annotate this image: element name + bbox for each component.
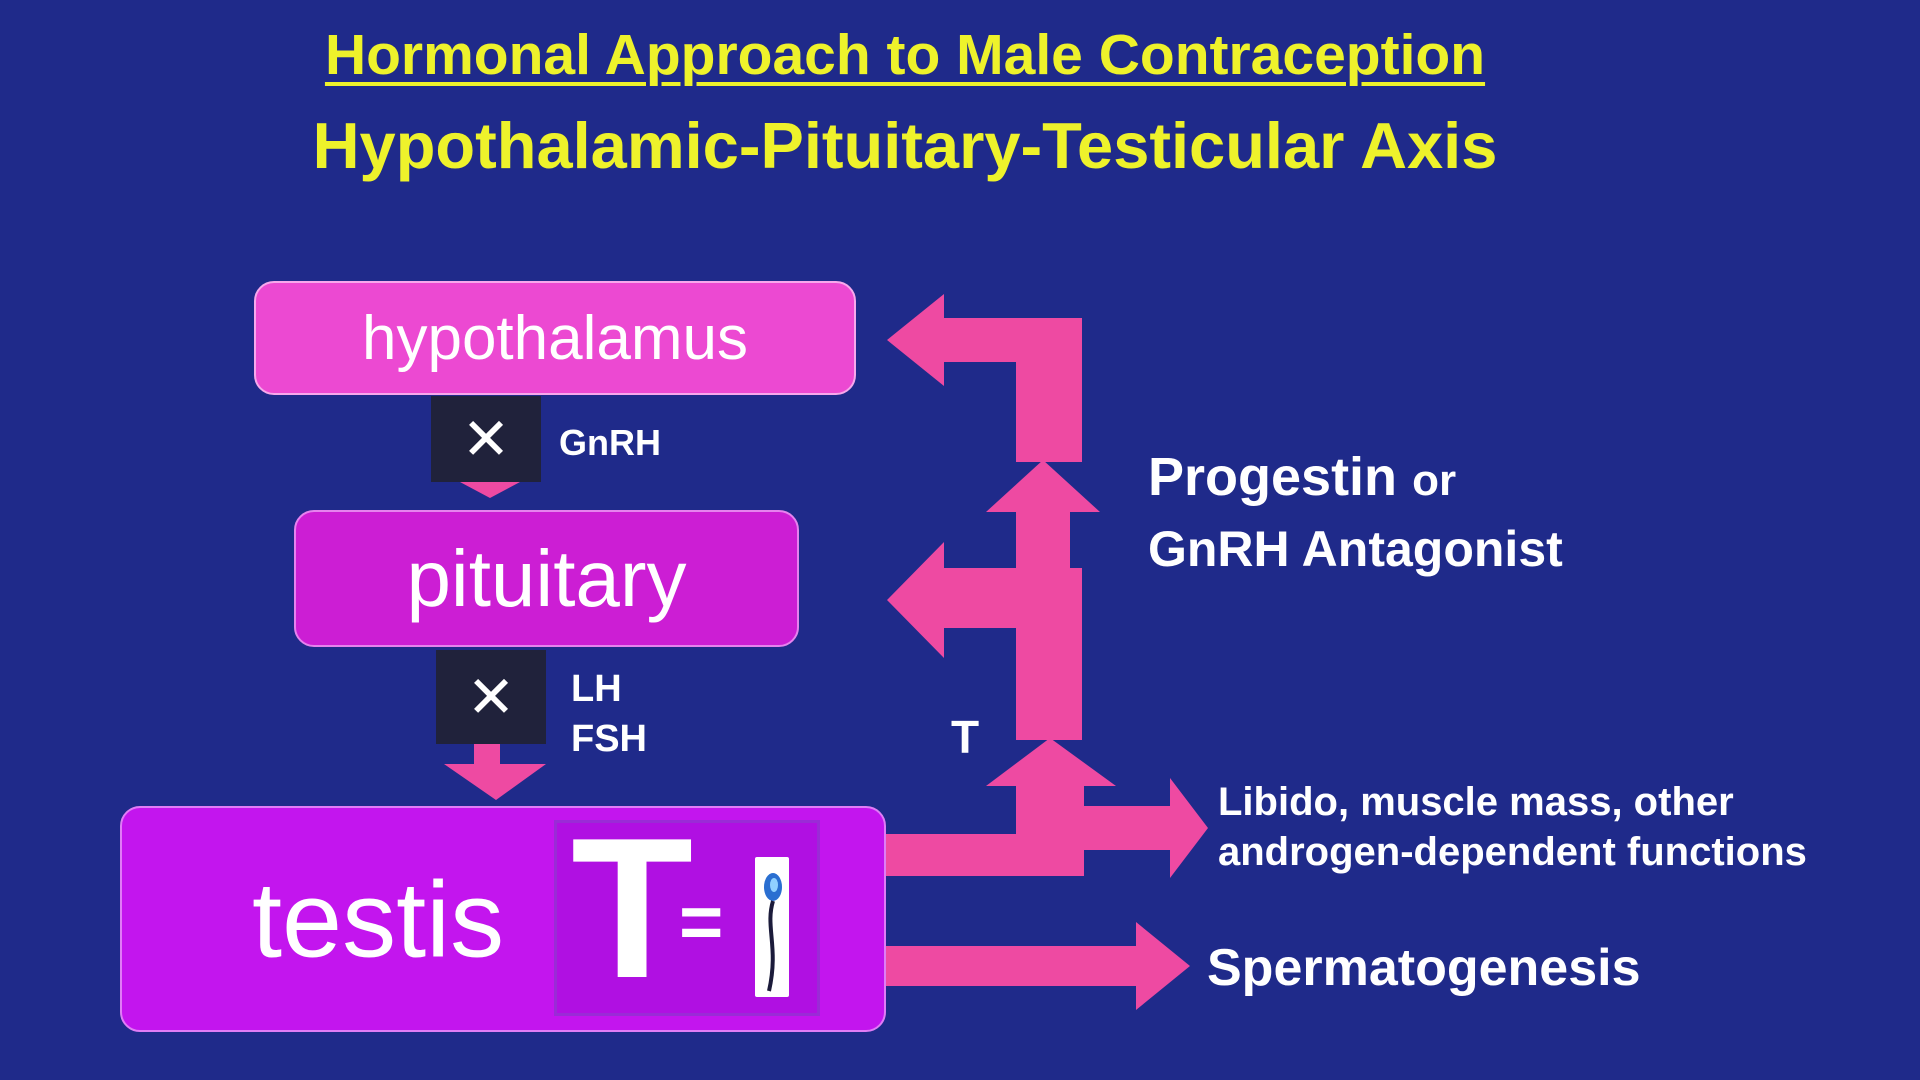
feedback-arrow-to-hypothalamus — [887, 294, 1082, 462]
hypothalamus-box: hypothalamus — [254, 281, 856, 395]
lh-fsh-blocker-icon: ✕ — [436, 650, 546, 744]
sperm-icon — [755, 857, 789, 997]
pituitary-box: pituitary — [294, 510, 799, 647]
up-arrow-upper — [986, 460, 1100, 568]
testis-output-stem — [886, 790, 1084, 876]
testis-label: testis — [252, 858, 505, 980]
libido-label-line1: Libido, muscle mass, other — [1218, 780, 1734, 824]
arrow-to-libido — [1084, 778, 1208, 878]
gnrh-blocker-icon: ✕ — [431, 396, 541, 482]
gnrh-label: GnRH — [559, 422, 661, 463]
testis-box: testis T = — [120, 806, 886, 1032]
libido-label-line2: androgen-dependent functions — [1218, 830, 1807, 874]
arrow-to-spermatogenesis — [886, 922, 1190, 1010]
lh-fsh-down-arrow — [444, 744, 546, 800]
lh-label: LH — [571, 668, 622, 710]
feedback-arrow-to-pituitary — [887, 542, 1082, 740]
spermatogenesis-label: Spermatogenesis — [1207, 939, 1641, 997]
slide-title: Hormonal Approach to Male Contraception — [324, 23, 1486, 87]
gnrh-down-arrow — [460, 482, 520, 498]
progestin-label: Progestin or — [1148, 446, 1456, 508]
fsh-label: FSH — [571, 718, 647, 760]
slide-subtitle: Hypothalamic-Pituitary-Testicular Axis — [312, 109, 1498, 182]
testosterone-label: T — [951, 711, 980, 763]
progestin-text: Progestin — [1148, 447, 1398, 507]
testosterone-sperm-panel: T = — [554, 809, 820, 1016]
gnrh-antagonist-label: GnRH Antagonist — [1148, 521, 1563, 577]
or-text: or — [1412, 456, 1457, 505]
testosterone-symbol: T — [571, 797, 694, 1020]
equals-sign: = — [679, 880, 724, 965]
